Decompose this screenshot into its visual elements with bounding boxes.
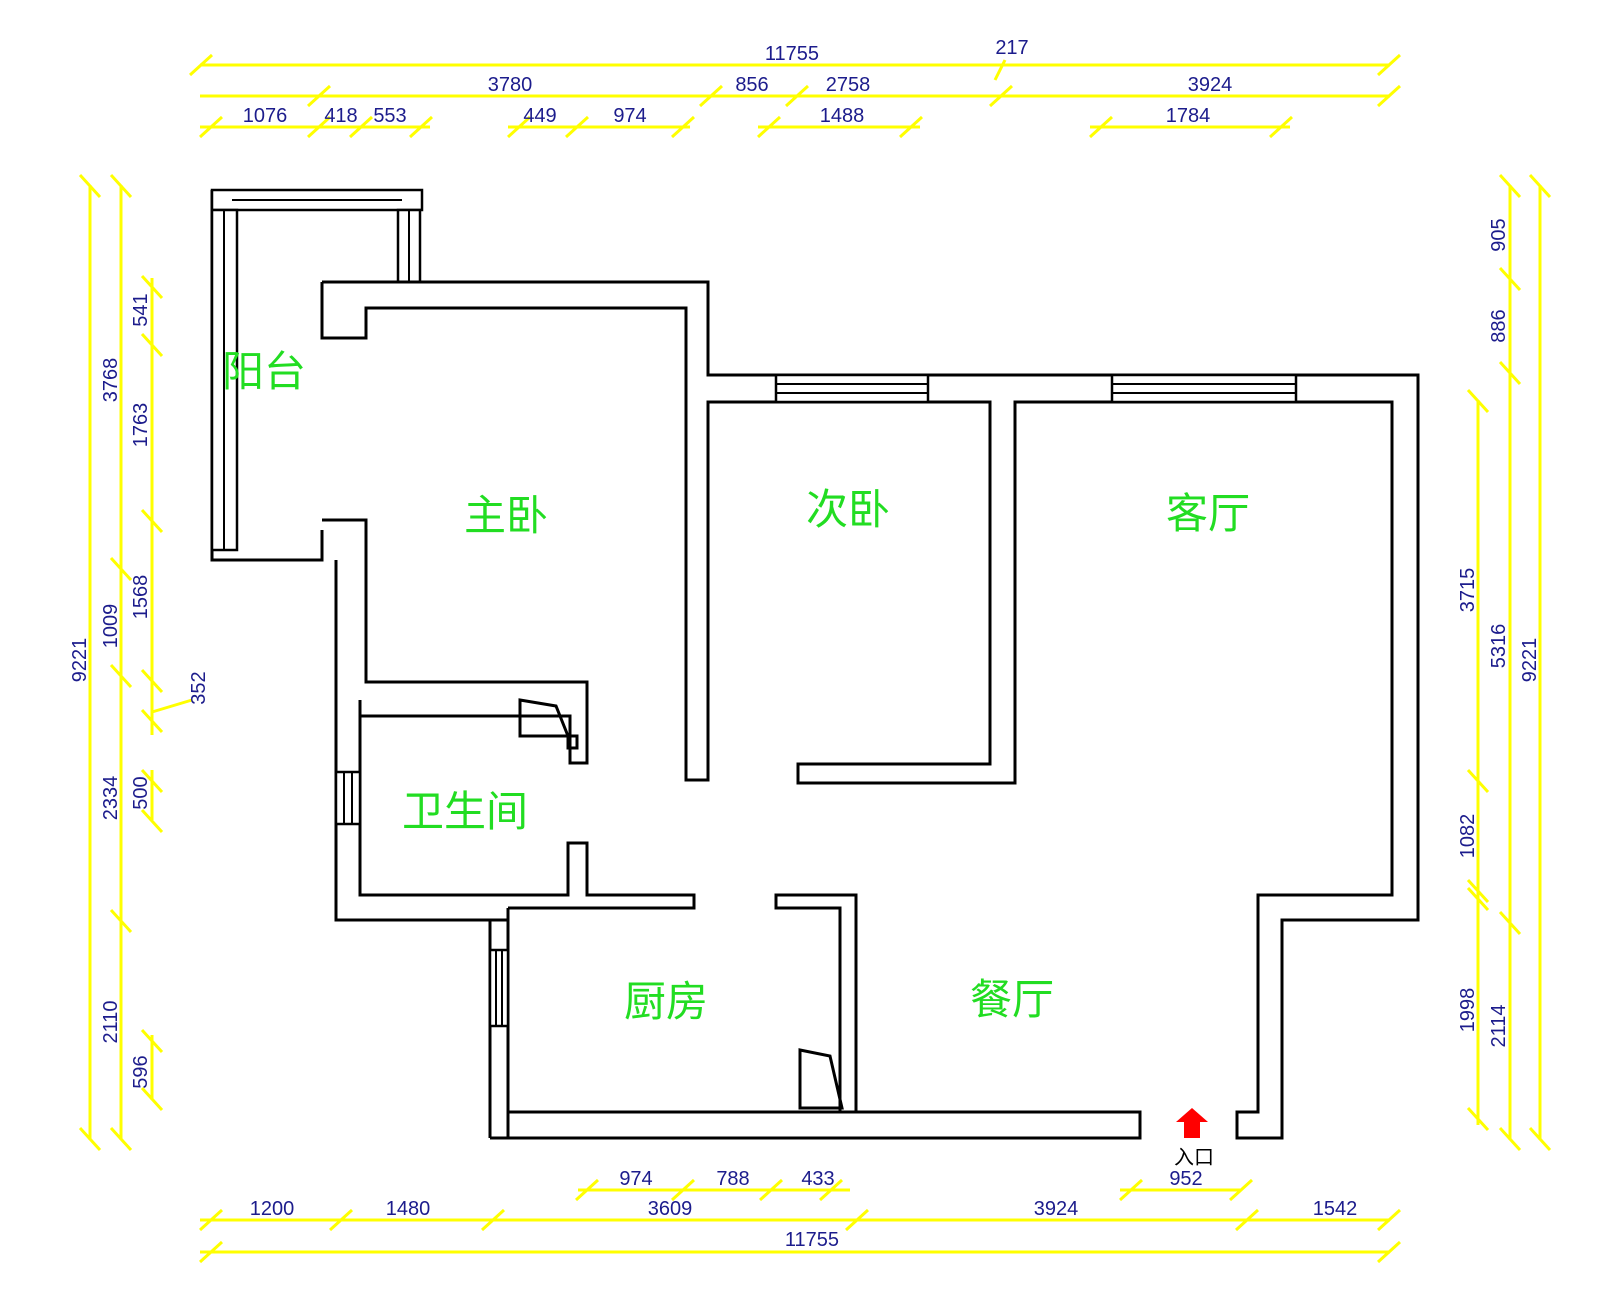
windows (334, 373, 1298, 1028)
dim-left-overall: 9221 (69, 638, 91, 683)
dim-bottom-r1-0: 974 (619, 1168, 652, 1190)
dim-right-c2-0: 905 (1488, 218, 1510, 251)
dim-left-c3-4: 500 (130, 776, 152, 809)
right-dimensions: 9221 905 886 5316 2114 3715 1082 1998 (1457, 173, 1552, 1152)
room-label-balcony: 阳台 (222, 347, 306, 396)
dim-top-r2-1: 856 (735, 74, 768, 96)
dim-right-c3-2: 1998 (1457, 988, 1479, 1033)
entrance-label: 入口 (1174, 1145, 1214, 1169)
room-label-second-bedroom: 次卧 (806, 485, 890, 534)
dim-bottom-r1-1: 788 (716, 1168, 749, 1190)
room-label-kitchen: 厨房 (624, 977, 708, 1026)
dim-left-c2-0: 3768 (100, 358, 122, 403)
room-label-dining-room: 餐厅 (970, 975, 1054, 1024)
dim-right-c3-0: 3715 (1457, 568, 1479, 613)
room-label-living-room: 客厅 (1166, 489, 1250, 538)
dim-left-c2-3: 2110 (100, 1000, 122, 1043)
dim-right-c3-1: 1082 (1457, 814, 1479, 859)
dim-bottom-r1-3: 952 (1169, 1168, 1202, 1190)
dim-right-overall: 9221 (1519, 638, 1541, 683)
dim-left-c3-3: 352 (188, 671, 210, 704)
dim-top-r2-2: 2758 (826, 74, 871, 96)
dim-left-c2-2: 2334 (100, 776, 122, 821)
room-label-master-bedroom: 主卧 (464, 491, 548, 540)
room-label-bathroom: 卫生间 (402, 787, 528, 836)
dim-bottom-r1-2: 433 (801, 1168, 834, 1190)
left-dimensions: 9221 3768 1009 2334 2110 541 1763 1568 3… (69, 173, 210, 1152)
room-labels: 阳台 主卧 次卧 客厅 卫生间 厨房 餐厅 (222, 347, 1250, 1026)
dim-top-r3-3: 449 (523, 105, 556, 127)
dim-right-c2-3: 2114 (1488, 1004, 1510, 1047)
dim-left-c3-0: 541 (130, 293, 152, 326)
dim-left-c3-5: 596 (130, 1055, 152, 1088)
dim-top-overall: 11755 (765, 43, 819, 65)
dim-top-r3-5: 1488 (820, 105, 865, 127)
dim-top-r2-3: 3924 (1188, 74, 1233, 96)
entrance: 入口 (1174, 1108, 1214, 1169)
dim-top-r3-6: 1784 (1166, 105, 1211, 127)
dim-top-r3-1: 418 (324, 105, 357, 127)
bottom-dimensions: 974 788 433 952 1200 1480 3609 3924 1542… (198, 1168, 1402, 1264)
dim-right-c2-1: 886 (1488, 309, 1510, 342)
dim-top-r3-4: 974 (613, 105, 646, 127)
dim-left-c2-1: 1009 (100, 604, 122, 649)
dim-bottom-r2-4: 1542 (1313, 1198, 1358, 1220)
dim-right-c2-2: 5316 (1488, 624, 1510, 669)
dim-top-extra: 217 (995, 37, 1028, 59)
dim-top-r3-0: 1076 (243, 105, 288, 127)
dim-bottom-r2-2: 3609 (648, 1198, 693, 1220)
dim-left-c3-1: 1763 (130, 403, 152, 448)
dim-top-r3-2: 553 (373, 105, 406, 127)
dim-bottom-r2-3: 3924 (1034, 1198, 1079, 1220)
dim-bottom-r2-1: 1480 (386, 1198, 431, 1220)
dim-top-r2-0: 3780 (488, 74, 533, 96)
dim-bottom-r2-0: 1200 (250, 1198, 295, 1220)
red-up-arrow-icon (1176, 1108, 1208, 1138)
walls (210, 188, 1420, 1140)
dim-left-c3-2: 1568 (130, 575, 152, 620)
fixtures (518, 698, 844, 1110)
top-dimensions: 11755 217 3780 856 2758 3924 1076 418 55… (188, 37, 1402, 139)
dim-bottom-overall: 11755 (785, 1229, 839, 1251)
